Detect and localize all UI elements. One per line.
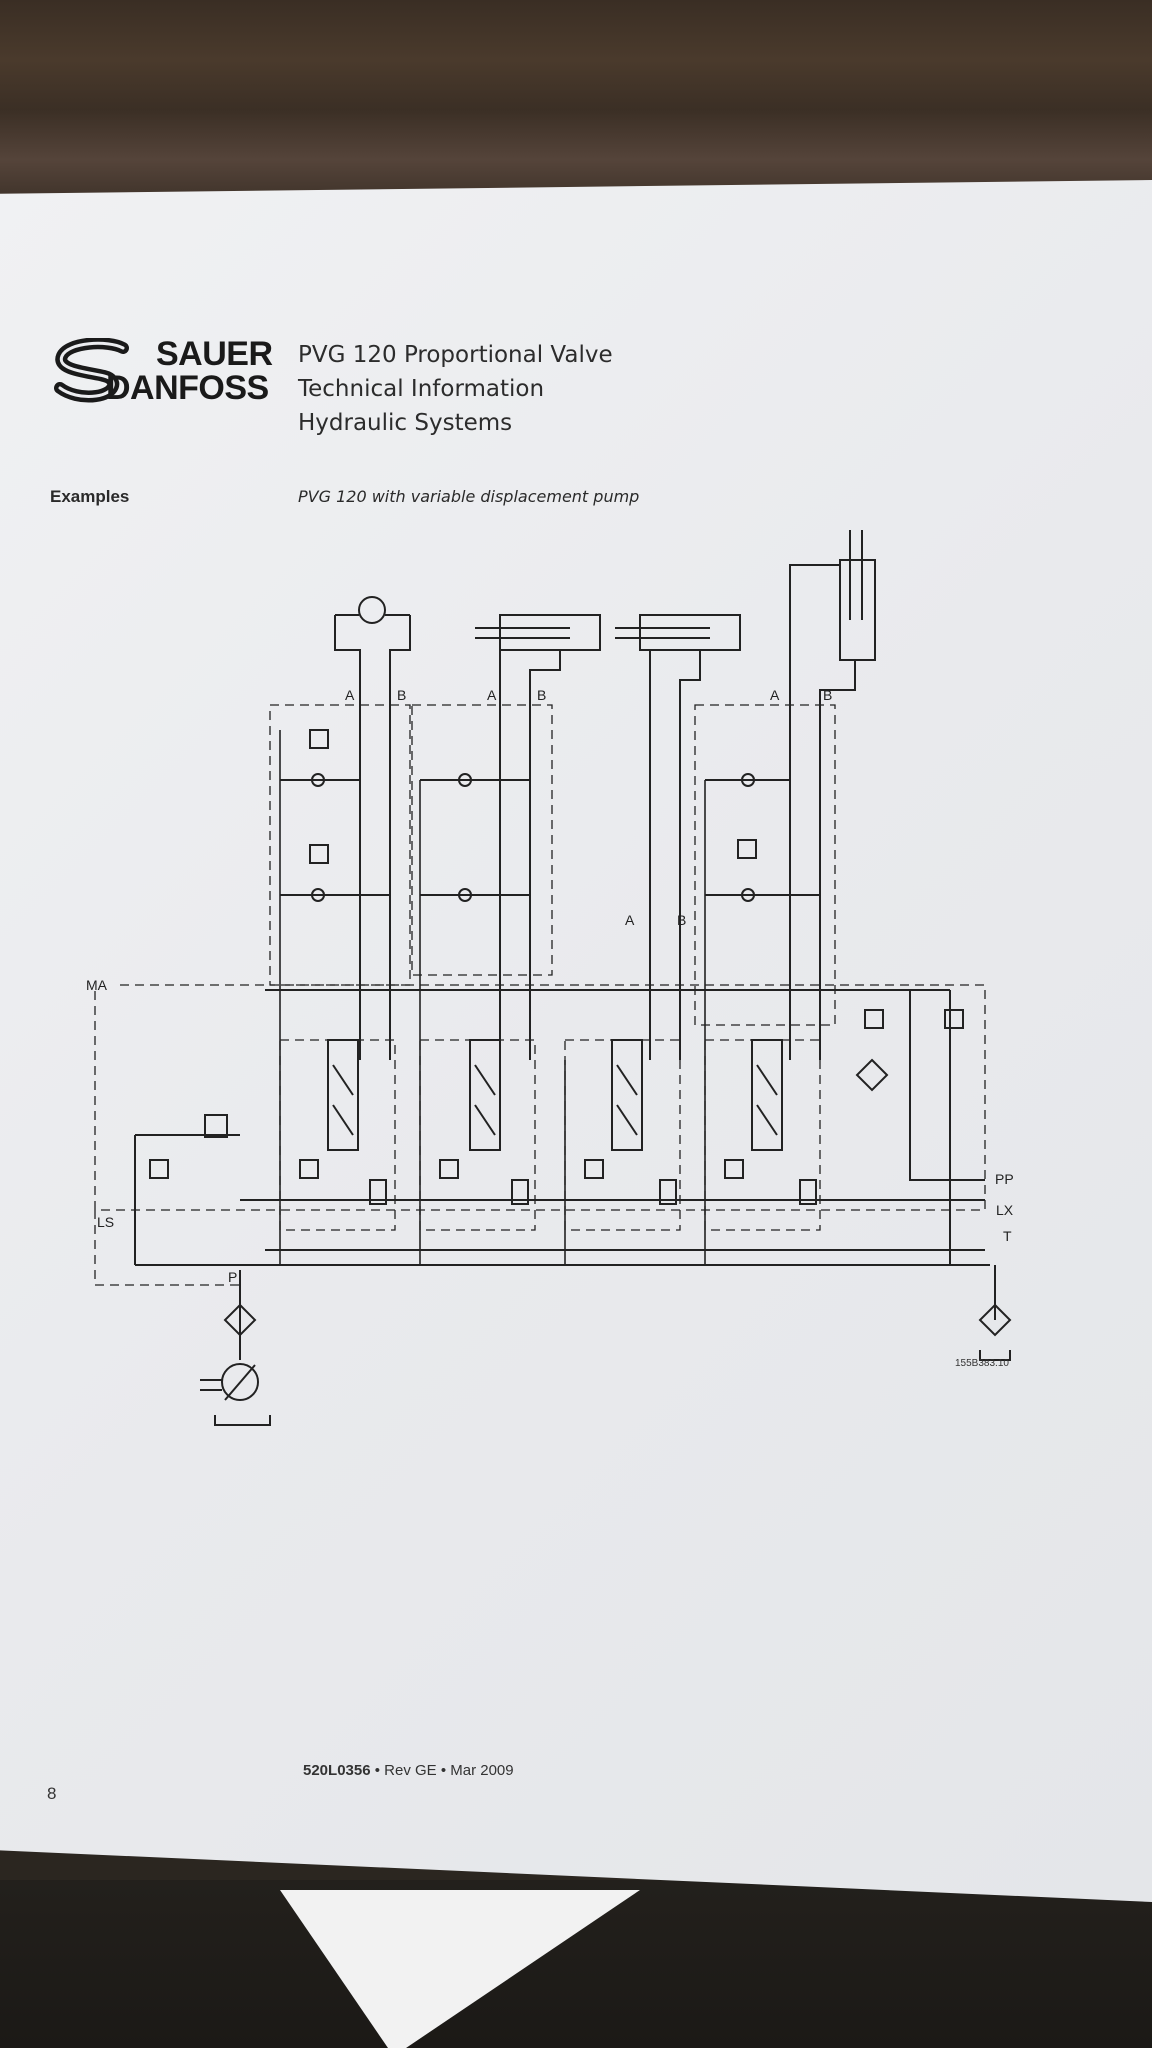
port-label-t: T bbox=[1003, 1228, 1012, 1244]
section-label: Examples bbox=[50, 487, 130, 506]
pump-section bbox=[134, 1114, 1012, 1426]
port-label-pp: PP bbox=[995, 1171, 1014, 1187]
document-header: PVG 120 Proportional Valve Technical Inf… bbox=[298, 338, 613, 440]
document-subtitle: Technical Information bbox=[298, 376, 545, 402]
port-label-ls: LS bbox=[97, 1214, 114, 1230]
brand-s-icon bbox=[54, 337, 129, 403]
port-label-lx: LX bbox=[996, 1202, 1014, 1218]
document-page bbox=[0, 180, 1152, 1902]
document-category: Hydraulic Systems bbox=[298, 410, 513, 436]
port-label-ma: MA bbox=[86, 977, 108, 993]
port-valves bbox=[280, 729, 820, 902]
doc-id: 520L0356 bbox=[303, 1762, 371, 1779]
cylinder-3 bbox=[615, 614, 741, 1060]
port-label-a3: A bbox=[625, 912, 635, 928]
figure-caption: PVG 120 with variable displacement pump bbox=[298, 487, 640, 506]
port-label-b2: B bbox=[537, 687, 546, 703]
hydraulic-motor bbox=[334, 596, 411, 1060]
desk-surface-top bbox=[0, 0, 1152, 200]
document-footer: 520L0356 • Rev GE • Mar 2009 bbox=[303, 1762, 514, 1779]
port-label-b1: B bbox=[397, 687, 406, 703]
port-label-p: P bbox=[228, 1269, 237, 1285]
port-label-b4: B bbox=[823, 687, 832, 703]
brand-logo: SAUER DANFOSS bbox=[48, 335, 278, 408]
port-label-a2: A bbox=[487, 687, 497, 703]
brand-line1: SAUER bbox=[156, 335, 273, 373]
cylinder-2 bbox=[475, 614, 601, 1060]
doc-revision: • Rev GE • Mar 2009 bbox=[370, 1762, 514, 1779]
spool-valves bbox=[327, 1039, 783, 1151]
cylinder-4 bbox=[789, 530, 876, 1060]
port-label-a1: A bbox=[345, 687, 355, 703]
port-label-b3: B bbox=[677, 912, 686, 928]
brand-line2: DANFOSS bbox=[106, 369, 269, 407]
hydraulic-schematic: A B A B A B A B MA LS P PP LX T 155B383.… bbox=[86, 530, 1014, 1426]
drawing-code: 155B383.10 bbox=[955, 1358, 1009, 1369]
document-title: PVG 120 Proportional Valve bbox=[298, 342, 613, 368]
page-number: 8 bbox=[47, 1784, 57, 1803]
pressure-compensators bbox=[299, 1009, 964, 1205]
port-label-a4: A bbox=[770, 687, 780, 703]
